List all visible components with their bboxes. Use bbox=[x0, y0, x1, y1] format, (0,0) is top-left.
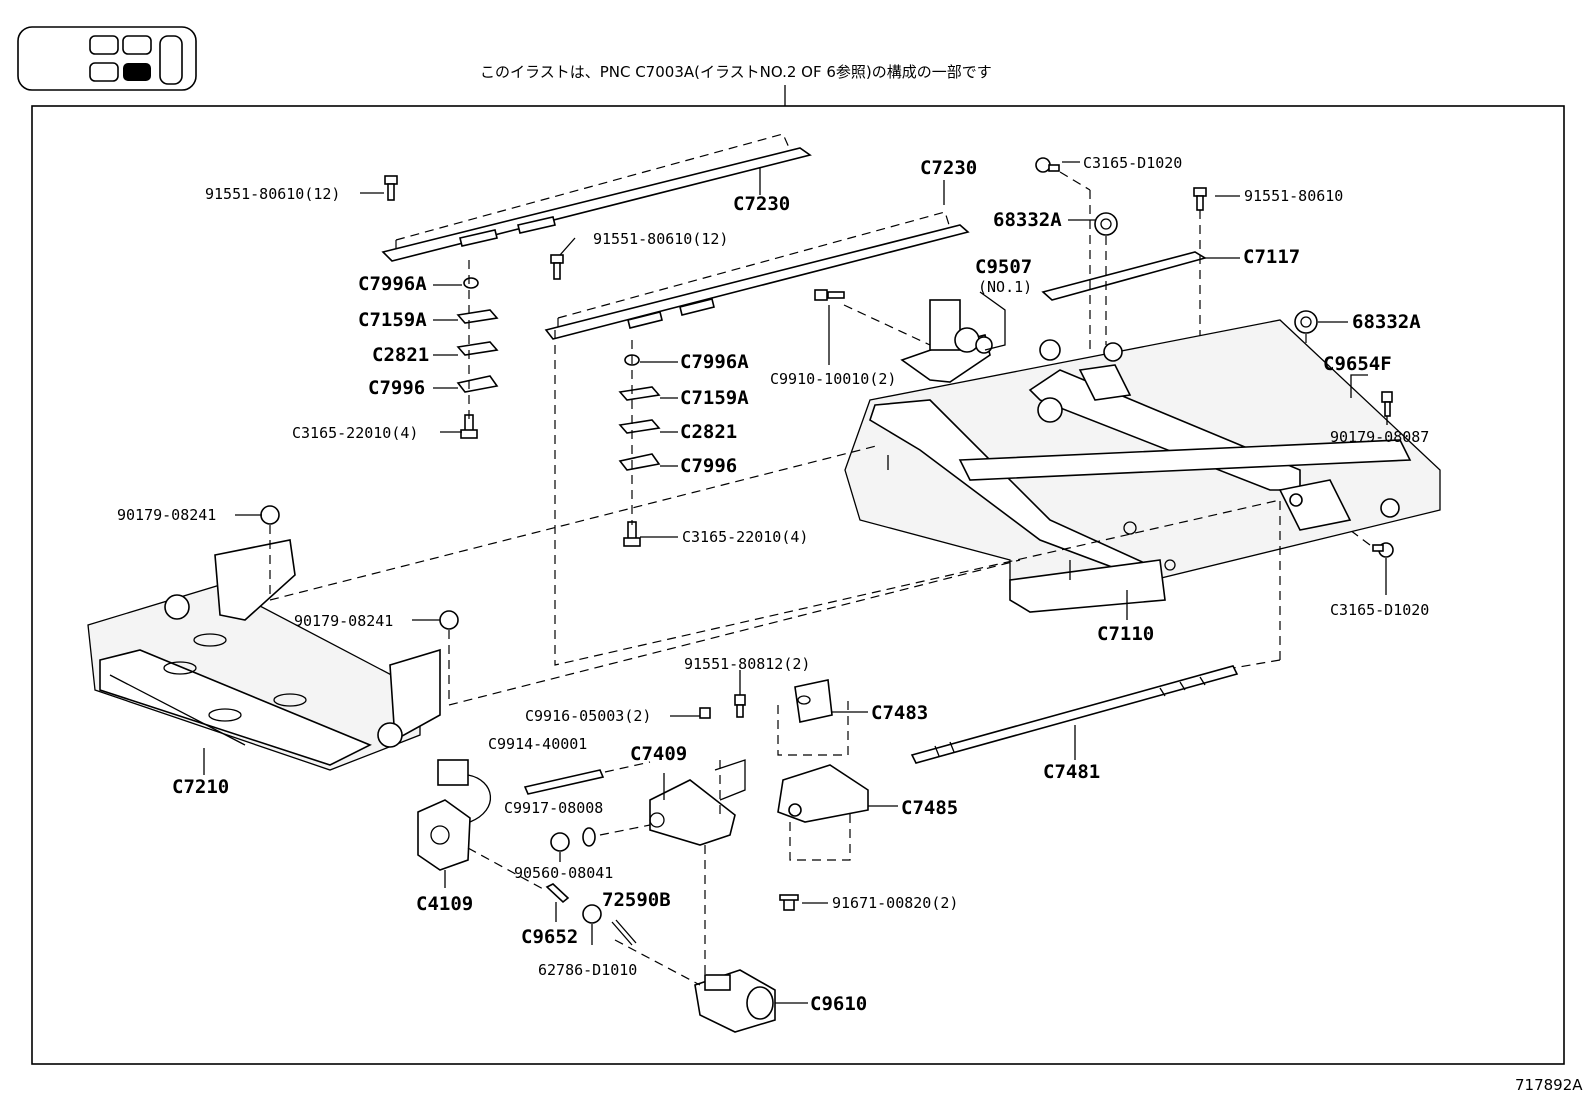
label-c7485: C7485 bbox=[901, 797, 958, 819]
label-90179-08241-a: 90179-08241 bbox=[117, 506, 216, 524]
bracket-c7485 bbox=[777, 764, 869, 911]
hinge-bracket-c9507 bbox=[814, 289, 993, 383]
label-c7483: C7483 bbox=[871, 702, 928, 724]
washer-stack-left bbox=[456, 260, 499, 439]
label-no1: (NO.1) bbox=[978, 278, 1032, 296]
diagram-frame bbox=[31, 105, 1565, 1065]
seat-track-rail-lower bbox=[544, 211, 970, 340]
washer-stack-middle bbox=[618, 340, 661, 547]
label-c9610: C9610 bbox=[810, 993, 867, 1015]
label-c4109: C4109 bbox=[416, 893, 473, 915]
label-c7996a-b: C7996A bbox=[680, 351, 749, 373]
seat-frame-c7110 bbox=[844, 319, 1441, 613]
label-c7230-a: C7230 bbox=[733, 193, 790, 215]
label-c2821-b: C2821 bbox=[680, 421, 737, 443]
label-91551-80610: 91551-80610 bbox=[1244, 187, 1343, 205]
sensor-c4109 bbox=[417, 759, 546, 891]
label-c9917-08008: C9917-08008 bbox=[504, 799, 603, 817]
label-c9654f: C9654F bbox=[1323, 353, 1392, 375]
label-c9914-40001: C9914-40001 bbox=[488, 735, 587, 753]
bracket-c7409 bbox=[649, 694, 746, 846]
label-c3165-d1020-a: C3165-D1020 bbox=[1083, 154, 1182, 172]
label-68332a-a: 68332A bbox=[993, 209, 1062, 231]
leg-bracket-c7210 bbox=[87, 539, 441, 771]
bolt-c3165-d1020-bottom-icon bbox=[1329, 514, 1394, 558]
label-c2821-a: C2821 bbox=[372, 344, 429, 366]
label-62786-d1010: 62786-D1010 bbox=[538, 961, 637, 979]
motor-c9610 bbox=[614, 845, 776, 1033]
pin-c9652-icon bbox=[545, 883, 570, 904]
leader-lines bbox=[203, 161, 1388, 1004]
label-90179-08241-b: 90179-08241 bbox=[294, 612, 393, 630]
nut-c9917-08008-icon bbox=[550, 824, 651, 852]
seat-track-rail-upper bbox=[381, 133, 812, 262]
pin-c9914-40001-icon bbox=[523, 761, 651, 795]
rubber-block-c7483 bbox=[777, 679, 849, 756]
nut-90179-08241-upper-icon bbox=[260, 505, 280, 525]
bolt-91551-middle-icon bbox=[550, 254, 564, 280]
figure-id: 717892A bbox=[1515, 1076, 1583, 1094]
label-c7409: C7409 bbox=[630, 743, 687, 765]
label-c9652: C9652 bbox=[521, 926, 578, 948]
bolt-91551-upper-icon bbox=[384, 175, 398, 201]
label-91551-80812: 91551-80812(2) bbox=[684, 655, 810, 673]
label-c7996-a: C7996 bbox=[368, 377, 425, 399]
label-c3165-22010-b: C3165-22010(4) bbox=[682, 528, 808, 546]
label-90179-08087: 90179-08087 bbox=[1330, 428, 1429, 446]
label-c3165-22010-a: C3165-22010(4) bbox=[292, 424, 418, 442]
label-91671-00820: 91671-00820(2) bbox=[832, 894, 958, 912]
label-c9910-10010: C9910-10010(2) bbox=[770, 370, 896, 388]
label-90560-08041: 90560-08041 bbox=[514, 864, 613, 882]
label-72590b: 72590B bbox=[602, 889, 671, 911]
header-note: このイラストは、PNC C7003A(イラストNO.2 OF 6参照)の構成の一… bbox=[480, 63, 992, 81]
label-c7996a-a: C7996A bbox=[358, 273, 427, 295]
bushing-68332a-right-icon bbox=[1294, 310, 1318, 334]
label-c3165-d1020-b: C3165-D1020 bbox=[1330, 601, 1429, 619]
label-c7110: C7110 bbox=[1097, 623, 1154, 645]
label-c9916-05003: C9916-05003(2) bbox=[525, 707, 651, 725]
label-c7230-b: C7230 bbox=[920, 157, 977, 179]
label-c7159a-a: C7159A bbox=[358, 309, 427, 331]
bolt-c3165-d1020-top-icon bbox=[1035, 157, 1091, 350]
bushing-68332a-upper-icon bbox=[1094, 212, 1118, 236]
part-labels: 91551-80610(12) C7230 C7230 91551-80610(… bbox=[117, 154, 1429, 1015]
seat-locator-icon bbox=[17, 26, 197, 91]
label-68332a-b: 68332A bbox=[1352, 311, 1421, 333]
drive-shaft-c7481 bbox=[910, 665, 1239, 764]
label-91551-80610-12-a: 91551-80610(12) bbox=[205, 185, 340, 203]
label-c7996-b: C7996 bbox=[680, 455, 737, 477]
label-c7159a-b: C7159A bbox=[680, 387, 749, 409]
nut-90179-08241-lower-icon bbox=[439, 610, 459, 630]
label-c7481: C7481 bbox=[1043, 761, 1100, 783]
label-c9507: C9507 bbox=[975, 256, 1032, 278]
pin-72590b-icon bbox=[611, 919, 637, 946]
label-91551-80610-12-b: 91551-80610(12) bbox=[593, 230, 728, 248]
label-c7117: C7117 bbox=[1243, 246, 1300, 268]
label-c7210: C7210 bbox=[172, 776, 229, 798]
nut-62786-d1010-icon bbox=[582, 904, 602, 945]
